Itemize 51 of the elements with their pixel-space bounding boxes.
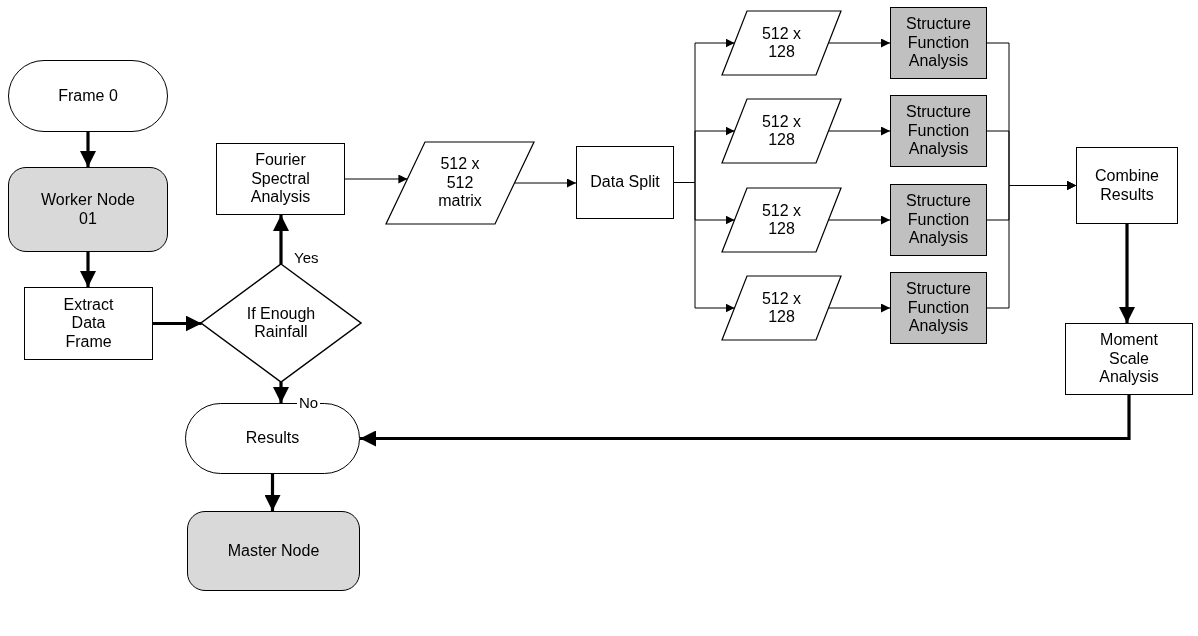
data-parallelogram <box>722 99 841 163</box>
node-label: Fourier Spectral Analysis <box>249 151 312 207</box>
decision-diamond <box>201 264 361 382</box>
node-label: Combine Results <box>1094 167 1160 204</box>
node-label: 512 x 128 <box>760 201 803 239</box>
process-box <box>890 7 987 79</box>
arrow <box>986 181 1077 309</box>
node-label: Master Node <box>227 541 320 561</box>
arrow <box>828 38 891 48</box>
arrow <box>828 215 891 225</box>
rounded-process-box <box>8 167 168 252</box>
process-box <box>890 184 987 256</box>
node-label: Results <box>245 429 300 448</box>
node-label: Structure Function Analysis <box>905 15 972 71</box>
node-label: If Enough Rainfall <box>245 304 317 342</box>
process-box <box>1076 147 1178 224</box>
node-label: 512 x 128 <box>760 24 803 62</box>
node-label: 512 x 128 <box>760 289 803 327</box>
node-label: Structure Function Analysis <box>905 192 972 248</box>
arrow <box>80 252 96 287</box>
node-label: Structure Function Analysis <box>905 280 972 336</box>
arrow <box>344 174 408 184</box>
node-label: Extract Data Frame <box>62 295 115 352</box>
data-parallelogram <box>722 188 841 252</box>
data-parallelogram <box>722 276 841 340</box>
node-label: Moment Scale Analysis <box>1098 331 1160 387</box>
process-box <box>890 95 987 167</box>
arrow <box>828 126 891 136</box>
arrow <box>273 382 289 403</box>
node-label: Data Split <box>590 173 660 192</box>
process-box <box>576 146 674 219</box>
process-box <box>890 272 987 344</box>
process-box <box>1065 323 1193 395</box>
node-label: Worker Node 01 <box>40 191 136 228</box>
arrow <box>153 315 202 332</box>
arrow <box>80 132 96 167</box>
data-parallelogram <box>386 142 534 224</box>
rounded-process-box <box>187 511 360 591</box>
process-box <box>216 143 345 215</box>
arrow <box>360 395 1131 447</box>
arrow <box>264 474 281 511</box>
node-label: Frame 0 <box>58 86 118 106</box>
process-box <box>24 287 153 360</box>
arrow <box>828 303 891 313</box>
arrow <box>514 178 577 188</box>
arrow <box>1119 224 1135 323</box>
arrow <box>273 215 289 264</box>
node-label: 512 x 512 matrix <box>437 155 483 211</box>
node-label: Structure Function Analysis <box>905 103 972 159</box>
data-parallelogram <box>722 11 841 75</box>
node-label: 512 x 128 <box>760 112 803 150</box>
